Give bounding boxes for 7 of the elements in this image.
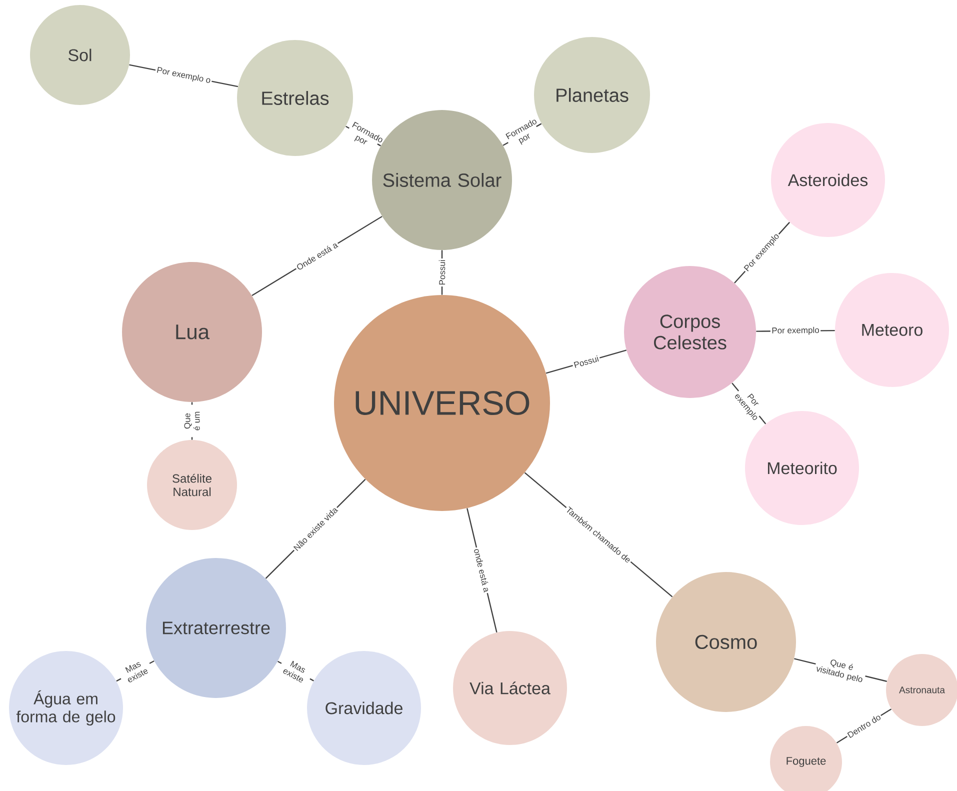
edge-label: Possui xyxy=(438,258,446,286)
edge-label: Que é visitado pelo xyxy=(813,654,868,686)
edge-label: Possui xyxy=(572,354,601,370)
edge-label: Onde está a xyxy=(294,240,340,272)
edge-label: Por exemplo o xyxy=(154,65,213,86)
edge-label: Por exemplo xyxy=(770,326,821,336)
edge-label: onde está a xyxy=(472,546,492,594)
